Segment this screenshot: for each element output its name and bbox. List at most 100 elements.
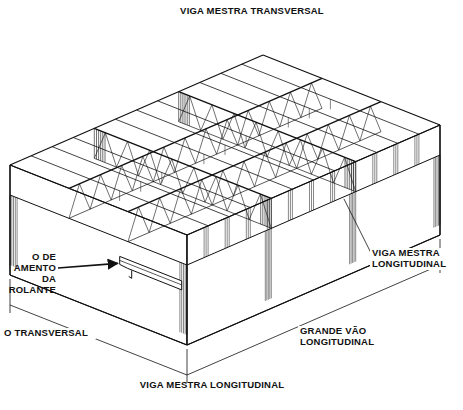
- roof-hatch: [351, 163, 352, 193]
- shading-hatch: [271, 198, 272, 228]
- column-hatch: [271, 228, 272, 298]
- roof-hatch: [313, 180, 314, 210]
- longitudinal-main-girder: [328, 125, 339, 150]
- longitudinal-main-girder: [181, 189, 192, 214]
- shading-hatch: [187, 95, 188, 125]
- column-hatch: [11, 196, 12, 266]
- longitudinal-main-girder: [132, 156, 143, 191]
- roof-hatch: [204, 227, 205, 257]
- longitudinal-main-girder: [69, 78, 322, 188]
- roof-hatch: [374, 153, 375, 183]
- part-label: O TRANSVERSAL: [2, 328, 96, 339]
- roof-hatch: [334, 171, 335, 201]
- column-hatch: [17, 198, 18, 268]
- longitudinal-main-girder: [259, 101, 270, 136]
- shading-hatch: [260, 194, 261, 224]
- corner-edge: [186, 235, 187, 345]
- part-label: GRANDE VÃO LONGITUDINAL: [298, 326, 398, 348]
- longitudinal-main-girder: [276, 143, 287, 178]
- shading-hatch: [98, 130, 99, 160]
- column-hatch: [351, 194, 352, 264]
- longitudinal-main-girder: [185, 138, 196, 163]
- longitudinal-main-girder: [349, 115, 360, 140]
- column-hatch: [269, 229, 270, 299]
- dimension-line: [187, 265, 440, 375]
- column-hatch: [183, 264, 184, 334]
- column-hatch: [433, 158, 434, 228]
- roof-hatch: [229, 217, 230, 247]
- shading-hatch: [355, 162, 356, 192]
- shading-hatch: [347, 158, 348, 188]
- shading-hatch: [94, 128, 95, 158]
- column-hatch: [187, 265, 188, 335]
- longitudinal-main-girder: [238, 110, 249, 145]
- column-hatch: [265, 231, 266, 301]
- corner-edge: [9, 165, 10, 275]
- column-hatch: [15, 197, 16, 267]
- roof-edge: [10, 55, 263, 165]
- shading-hatch: [262, 195, 263, 225]
- roof-hatch: [246, 209, 247, 239]
- longitudinal-main-girder: [122, 165, 133, 190]
- roof-hatch: [288, 191, 289, 221]
- column-hatch: [179, 262, 180, 332]
- longitudinal-main-girder: [170, 189, 181, 224]
- roof-hatch: [353, 163, 354, 193]
- shading-hatch: [96, 129, 97, 159]
- transverse-main-girder: [300, 140, 311, 174]
- extension-line: [187, 349, 188, 383]
- shading-hatch: [185, 94, 186, 124]
- transverse-main-girder: [323, 149, 334, 183]
- transverse-main-girder: [179, 96, 190, 122]
- shading-hatch: [178, 92, 179, 122]
- longitudinal-main-girder: [269, 101, 280, 126]
- longitudinal-main-girder: [164, 147, 175, 172]
- column-hatch: [181, 263, 182, 333]
- column-hatch: [10, 195, 11, 265]
- roof-hatch: [395, 144, 396, 174]
- longitudinal-main-girder: [153, 147, 164, 182]
- corner-edge: [439, 125, 440, 235]
- column-hatch: [13, 196, 14, 266]
- transverse-main-girder: [238, 185, 249, 219]
- roof-hatch: [416, 135, 417, 165]
- transverse-main-girder: [183, 168, 194, 194]
- longitudinal-main-girder: [248, 110, 259, 135]
- longitudinal-main-girder: [301, 83, 312, 118]
- roof-hatch: [376, 153, 377, 183]
- longitudinal-main-girder: [307, 134, 318, 159]
- roof-hatch: [225, 218, 226, 248]
- longitudinal-main-girder: [191, 180, 202, 215]
- shading-hatch: [100, 131, 101, 161]
- part-label: VIGA MESTRA TRANSVERSAL: [152, 6, 352, 17]
- longitudinal-main-girder: [206, 129, 217, 154]
- longitudinal-main-girder: [128, 132, 381, 242]
- arrow: [58, 263, 118, 268]
- shading-hatch: [189, 96, 190, 126]
- roof-hatch: [250, 208, 251, 238]
- roof-hatch: [418, 134, 419, 164]
- part-label: O DE AMENTO DA ROLANTE: [2, 252, 56, 296]
- part-label: VIGA MESTRA LONGITUDINAL: [112, 380, 312, 391]
- roof-hatch: [397, 143, 398, 173]
- roof-edge: [10, 165, 187, 235]
- longitudinal-main-girder: [90, 175, 101, 210]
- longitudinal-main-girder: [223, 170, 234, 195]
- column-hatch: [268, 230, 269, 300]
- longitudinal-main-girder: [202, 180, 213, 205]
- longitudinal-main-girder: [255, 152, 266, 187]
- roof-hatch: [206, 227, 207, 257]
- shading-hatch: [180, 93, 181, 123]
- shading-hatch: [105, 133, 106, 163]
- longitudinal-main-girder: [233, 161, 244, 196]
- transverse-main-girder: [105, 133, 116, 167]
- roof-edge: [263, 55, 440, 125]
- roof-hatch: [269, 199, 270, 229]
- roof-hatch: [292, 189, 293, 219]
- roof-hatch: [248, 208, 249, 238]
- column-hatch: [438, 156, 439, 226]
- longitudinal-main-girder: [312, 83, 323, 108]
- roof-hatch: [330, 172, 331, 202]
- longitudinal-main-girder: [212, 170, 223, 205]
- roof-hatch: [208, 226, 209, 256]
